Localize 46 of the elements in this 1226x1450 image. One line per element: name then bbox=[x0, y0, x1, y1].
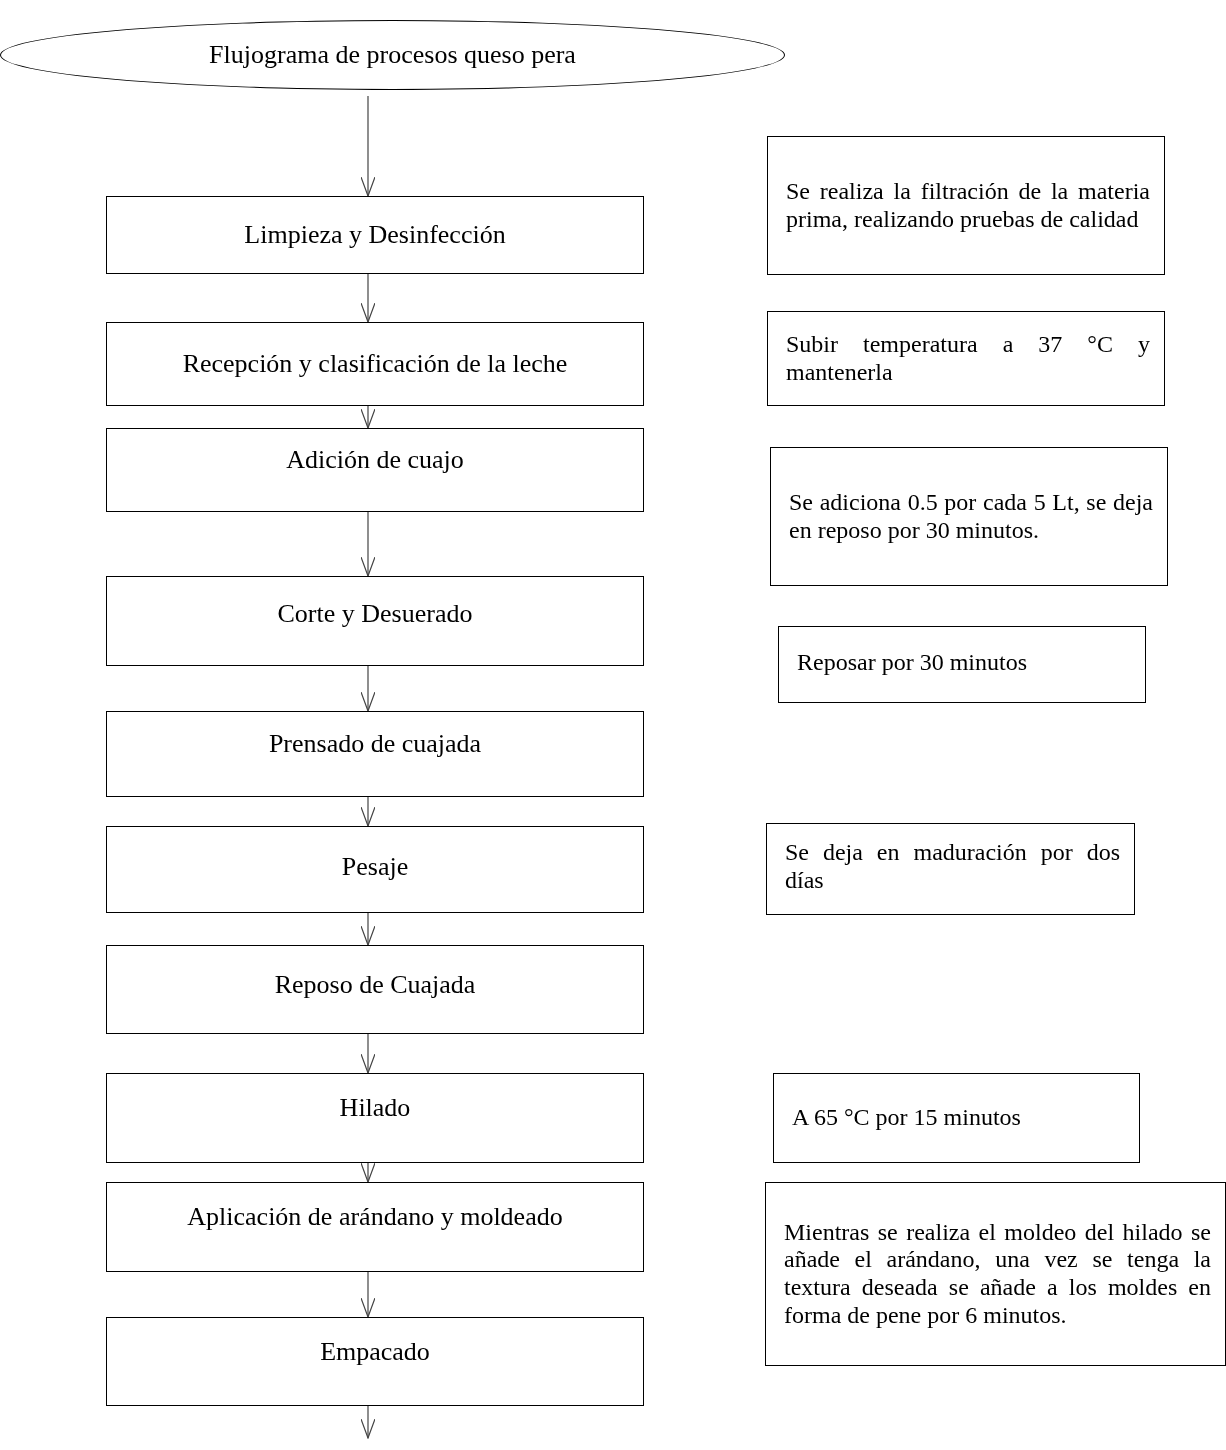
step-label: Reposo de Cuajada bbox=[274, 969, 476, 1000]
note-box bbox=[766, 823, 1135, 915]
arrow bbox=[360, 1271, 376, 1318]
note-text: Se deja en maduración por dos días bbox=[785, 839, 1120, 895]
process-box bbox=[106, 196, 644, 274]
process-box bbox=[106, 1073, 644, 1163]
note-box bbox=[770, 447, 1168, 586]
step-label: Limpieza y Desinfección bbox=[244, 220, 506, 250]
step-label: Flujograma de procesos queso pera bbox=[209, 40, 576, 70]
arrow bbox=[360, 1405, 376, 1439]
arrow bbox=[360, 273, 376, 323]
arrow bbox=[360, 912, 376, 946]
step-label: Recepción y clasificación de la leche bbox=[182, 349, 568, 379]
note-text: Mientras se realiza el moldeo del hilado se añade el arándano, una vez se tenga la textura deseada se añade a los moldes en forma de pene por 6 minutos. bbox=[784, 1218, 1211, 1330]
process-box bbox=[106, 826, 644, 913]
step-label: Aplicación de arándano y moldeado bbox=[187, 1202, 563, 1232]
arrow bbox=[360, 511, 376, 577]
process-box bbox=[106, 322, 644, 406]
step-label: Pesaje bbox=[341, 851, 409, 882]
arrow bbox=[360, 1162, 376, 1183]
note-box bbox=[778, 626, 1146, 703]
step-label: Prensado de cuajada bbox=[268, 729, 482, 759]
process-box bbox=[106, 576, 644, 666]
process-box bbox=[106, 1182, 644, 1272]
note-text: Se adiciona 0.5 por cada 5 Lt, se deja en reposo por 30 minutos. bbox=[789, 488, 1153, 545]
note-box bbox=[765, 1182, 1226, 1366]
note-box bbox=[773, 1073, 1140, 1163]
arrow bbox=[360, 796, 376, 827]
note-text: Reposar por 30 minutos bbox=[797, 648, 1028, 677]
step-label: Adición de cuajo bbox=[286, 445, 464, 475]
note-box bbox=[767, 311, 1165, 406]
arrow bbox=[360, 95, 376, 197]
process-box bbox=[106, 945, 644, 1034]
arrow bbox=[360, 1033, 376, 1074]
note-box bbox=[767, 136, 1165, 275]
note-text: Se realiza la filtración de la materia prima, realizando pruebas de calidad bbox=[786, 177, 1150, 234]
note-text: A 65 °C por 15 minutos bbox=[792, 1104, 1022, 1132]
note-text: Subir temperatura a 37 °C y mantenerla bbox=[786, 330, 1150, 387]
arrow bbox=[360, 665, 376, 712]
step-label: Corte y Desuerado bbox=[277, 599, 473, 629]
step-label: Empacado bbox=[320, 1336, 430, 1367]
process-box bbox=[106, 428, 644, 512]
process-box bbox=[106, 1317, 644, 1406]
arrow bbox=[360, 405, 376, 429]
step-label: Hilado bbox=[339, 1093, 411, 1123]
process-box bbox=[106, 711, 644, 797]
